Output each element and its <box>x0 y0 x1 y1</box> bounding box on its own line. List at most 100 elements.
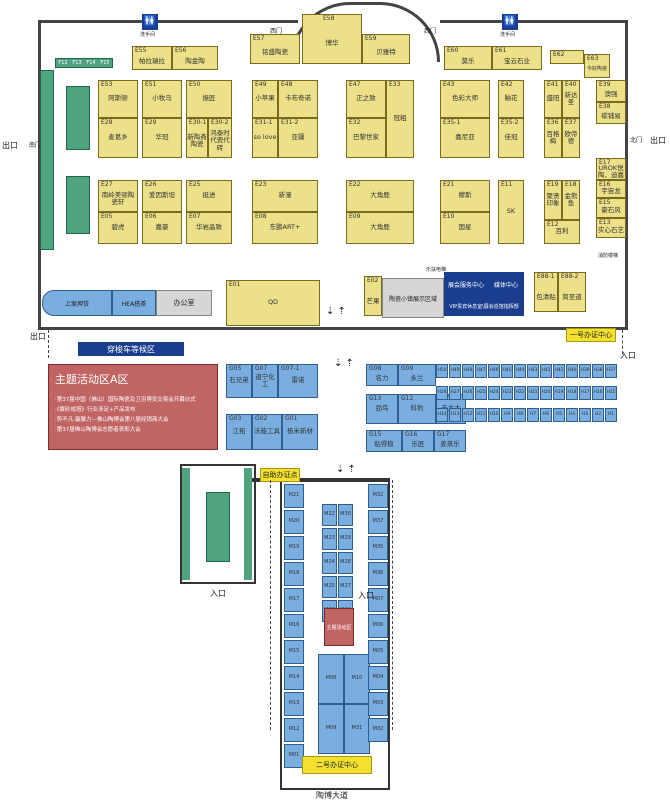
booth-m35[interactable]: M35 <box>368 536 388 560</box>
booth-h24[interactable]: H24 <box>488 386 500 400</box>
booth-m07[interactable]: M07 <box>368 588 388 612</box>
booth-h6[interactable]: H6 <box>540 408 552 422</box>
booth-h13[interactable]: H13 <box>449 408 461 422</box>
booth-h25[interactable]: H25 <box>475 386 487 400</box>
booth-m27[interactable]: M27 <box>338 576 353 598</box>
booth-h48[interactable]: H48 <box>462 364 474 378</box>
booth-m25[interactable]: M25 <box>322 576 337 598</box>
booth-h3[interactable]: H3 <box>579 408 591 422</box>
booth-m15[interactable]: M15 <box>284 640 304 664</box>
booth-m18[interactable]: M18 <box>284 562 304 586</box>
hea-area[interactable]: HEA搭茶 <box>112 290 156 316</box>
booth-m28[interactable]: M28 <box>338 552 353 574</box>
booth-m09[interactable]: M09 <box>318 704 344 754</box>
booth-h20[interactable]: H20 <box>540 386 552 400</box>
booth-h39[interactable]: H39 <box>579 364 591 378</box>
booth-h26[interactable]: H26 <box>462 386 474 400</box>
booth-h47[interactable]: H47 <box>475 364 487 378</box>
shuttle-waiting[interactable]: 穿梭车等候区 <box>78 342 184 356</box>
booth-m31[interactable]: M31 <box>344 704 370 754</box>
booth-h44[interactable]: H44 <box>514 364 526 378</box>
ceramic-town-area[interactable]: 陶瓷小镇展示区域 <box>382 278 444 318</box>
booth-h45[interactable]: H45 <box>501 364 513 378</box>
booth-h43[interactable]: H43 <box>527 364 539 378</box>
booth-h17[interactable]: H17 <box>579 386 591 400</box>
booth-m32[interactable]: M32 <box>368 484 388 508</box>
booth-m02[interactable]: M02 <box>368 718 388 742</box>
booth-m21[interactable]: M21 <box>284 484 304 508</box>
booth-h18[interactable]: H18 <box>566 386 578 400</box>
booth-h38[interactable]: H38 <box>592 364 604 378</box>
booth-h7[interactable]: H7 <box>527 408 539 422</box>
media-center[interactable]: 媒体中心 <box>488 272 524 296</box>
booth-h16[interactable]: H16 <box>592 386 604 400</box>
booth-m03[interactable]: M03 <box>368 692 388 716</box>
booth-m01[interactable]: M01 <box>284 744 304 768</box>
booth-m23[interactable]: M23 <box>322 528 337 550</box>
booth-h37[interactable]: H37 <box>605 364 617 378</box>
booth-h50[interactable]: H50 <box>436 364 448 378</box>
booth-h11[interactable]: H11 <box>475 408 487 422</box>
office-2-center[interactable]: 二号办证中心 <box>302 756 372 774</box>
booth-h5[interactable]: H5 <box>553 408 565 422</box>
main-stage[interactable]: 主题活动区 <box>324 608 354 646</box>
booth-h28[interactable]: H28 <box>436 386 448 400</box>
booth-e62[interactable]: E62 <box>550 50 584 64</box>
booth-h1[interactable]: H1 <box>605 408 617 422</box>
booth-h10[interactable]: H10 <box>488 408 500 422</box>
booth-h22[interactable]: H22 <box>514 386 526 400</box>
booth-m20[interactable]: M20 <box>284 510 304 534</box>
booth-h21[interactable]: H21 <box>527 386 539 400</box>
service-center[interactable]: 展会服务中心 <box>444 272 488 296</box>
booth-m24[interactable]: M24 <box>322 552 337 574</box>
booth-h4[interactable]: H4 <box>566 408 578 422</box>
